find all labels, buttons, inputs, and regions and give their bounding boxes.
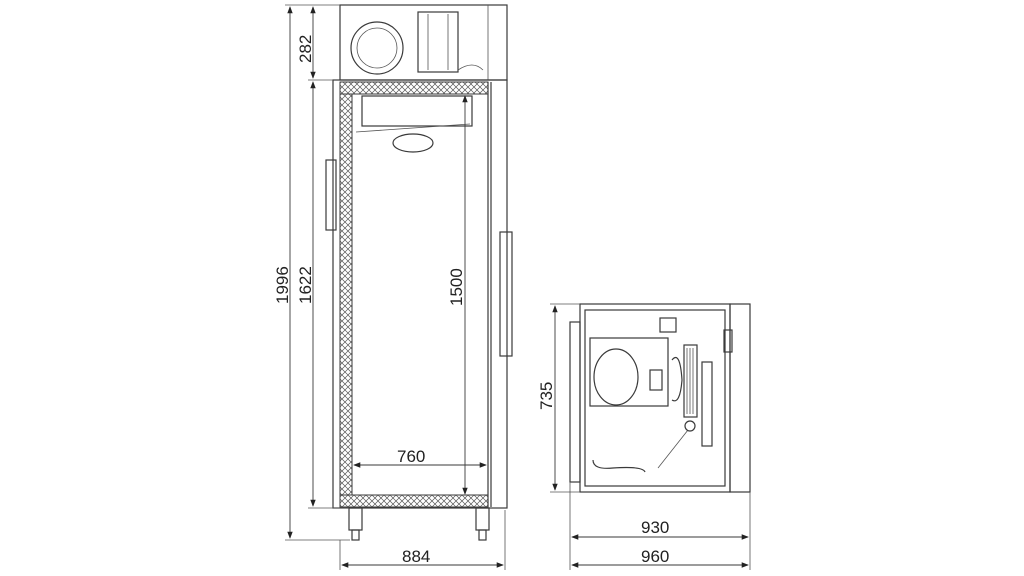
dim-inner-height: 1500 <box>447 268 466 306</box>
evaporator-fan <box>392 133 434 153</box>
dim-inner-width: 760 <box>397 447 425 466</box>
door-handle <box>499 231 513 357</box>
dim-overall-height: 1996 <box>273 266 292 304</box>
condenser <box>683 344 698 418</box>
side-door <box>729 303 751 493</box>
compressor <box>593 348 639 406</box>
top-insulation <box>339 81 489 95</box>
thermostat-tube <box>325 159 337 231</box>
dim-top-unit-height: 282 <box>296 35 315 63</box>
dim-body-depth: 930 <box>641 518 669 537</box>
dim-body-height: 1622 <box>296 266 315 304</box>
leg-left <box>348 507 363 531</box>
side-view: 735 930 960 <box>537 303 751 570</box>
condenser-fan <box>671 356 683 402</box>
left-insulation <box>339 93 353 496</box>
dim-overall-width: 884 <box>402 547 430 566</box>
leg-right <box>475 507 490 531</box>
front-view: 1996 1622 282 1500 760 884 <box>273 4 513 570</box>
top-condensing-unit <box>339 4 508 81</box>
dim-overall-depth: 960 <box>641 547 669 566</box>
cabinet-body <box>325 79 513 541</box>
bottom-insulation <box>339 494 489 508</box>
dim-side-height: 735 <box>537 382 556 410</box>
